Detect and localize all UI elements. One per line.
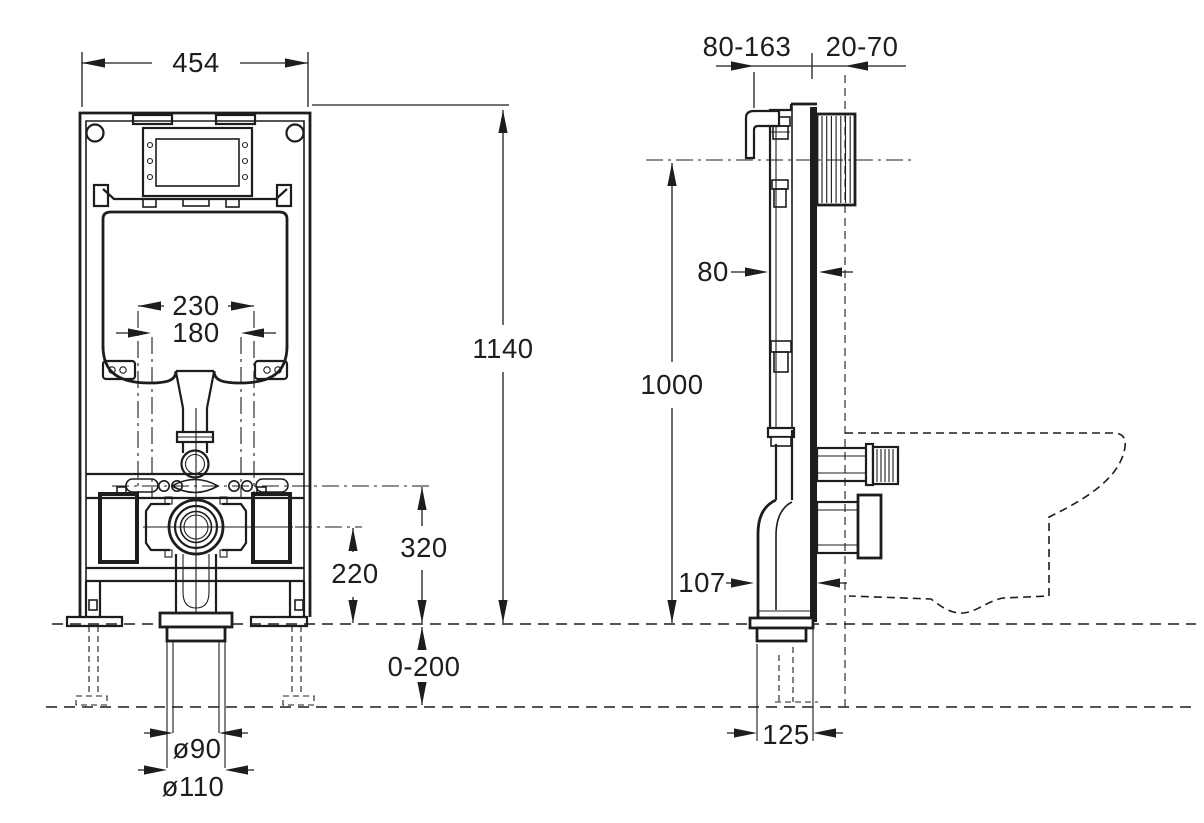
dim-drain-outer-label: ø110: [162, 771, 225, 802]
dim-fixing-outer-label: 230: [172, 290, 219, 321]
dim-fixing-height-1000: 1000: [640, 163, 703, 623]
drain-pipe-front: [158, 554, 234, 768]
dim-leg-adjust-label: 0-200: [388, 651, 461, 682]
frame-outline: [78, 111, 312, 617]
front-centerlines: [112, 311, 432, 528]
front-view: [65, 111, 432, 768]
upper-brackets: [101, 359, 289, 381]
dim-width-454: 454: [81, 47, 309, 107]
dim-base-depth-125: 125: [727, 719, 843, 750]
dim-base-depth-label: 125: [762, 719, 809, 750]
wall-bracket-hook: [744, 109, 781, 160]
dim-outlet-height-label: 220: [331, 558, 378, 589]
dim-height-1140: 1140: [312, 104, 533, 623]
dim-finish-thickness-label: 20-70: [826, 31, 899, 62]
front-view-dimensions: 454 230 180 1140 320: [81, 47, 533, 802]
lower-crossbar: [86, 566, 304, 583]
bowl-outlet-connector: [815, 493, 883, 560]
side-view: [646, 75, 912, 741]
adjustable-feet: [65, 581, 315, 706]
dim-fixing-inner-label: 180: [172, 317, 219, 348]
dim-drain-outer-110: ø110: [138, 765, 254, 802]
dim-outlet-height-220: 220: [331, 528, 378, 623]
waste-outlet: [98, 486, 293, 564]
dim-supply-height-320: 320: [400, 487, 447, 623]
side-view-dimensions: 80-163 20-70 80 1000 107 125: [640, 31, 906, 750]
toilet-bowl-outline: [845, 432, 1127, 614]
dim-drain-inner-90: ø90: [144, 728, 248, 764]
dim-bracket-depth-80-163: 80-163 20-70: [703, 31, 906, 108]
dim-fixing-outer-230: 230: [138, 290, 254, 321]
floor-reference-lines: [46, 623, 1196, 708]
water-supply-connection: [815, 442, 900, 487]
drain-elbow-side: [748, 430, 818, 741]
dim-bracket-depth-label: 80-163: [703, 31, 792, 62]
dim-elbow-depth-107: 107: [678, 567, 847, 598]
dim-frame-depth-80: 80: [697, 256, 853, 287]
cistern-side: [766, 102, 817, 500]
dim-height-label: 1140: [472, 333, 533, 364]
dim-drain-inner-label: ø90: [173, 733, 222, 764]
cistern-front: [92, 113, 293, 385]
dim-leg-adjust-0-200: 0-200: [388, 627, 461, 705]
dim-supply-height-label: 320: [400, 532, 447, 563]
dim-frame-depth-label: 80: [697, 256, 729, 287]
dim-fixing-inner-180: 180: [116, 317, 276, 348]
dim-width-label: 454: [172, 47, 219, 78]
dim-elbow-depth-label: 107: [678, 567, 725, 598]
frame-front-face: [810, 107, 817, 622]
dim-fixing-height-label: 1000: [640, 369, 703, 400]
